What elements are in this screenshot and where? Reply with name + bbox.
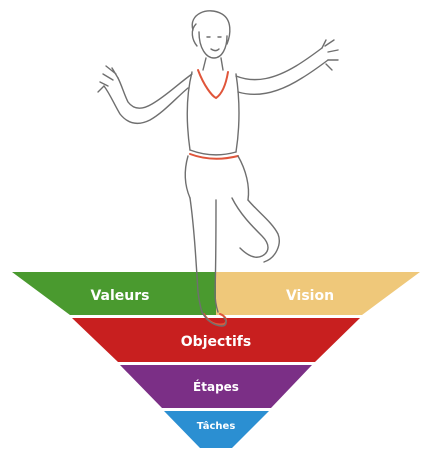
level-vision-label: Vision: [286, 288, 334, 304]
level-vision-band: [216, 272, 420, 315]
pyramid-labels: Valeurs Vision Objectifs Étapes Tâches: [90, 288, 334, 432]
level-etapes-band: [120, 365, 312, 408]
level-taches-band: [164, 411, 269, 448]
level-valeurs-label: Valeurs: [90, 288, 149, 304]
level-objectifs-label: Objectifs: [181, 334, 251, 350]
level-valeurs-band: [12, 272, 216, 315]
level-objectifs-band: [72, 318, 360, 362]
inverted-pyramid: [12, 272, 420, 448]
level-taches-label: Tâches: [197, 420, 236, 432]
dancing-woman-sketch-icon: [97, 10, 339, 327]
level-etapes-label: Étapes: [193, 379, 239, 394]
